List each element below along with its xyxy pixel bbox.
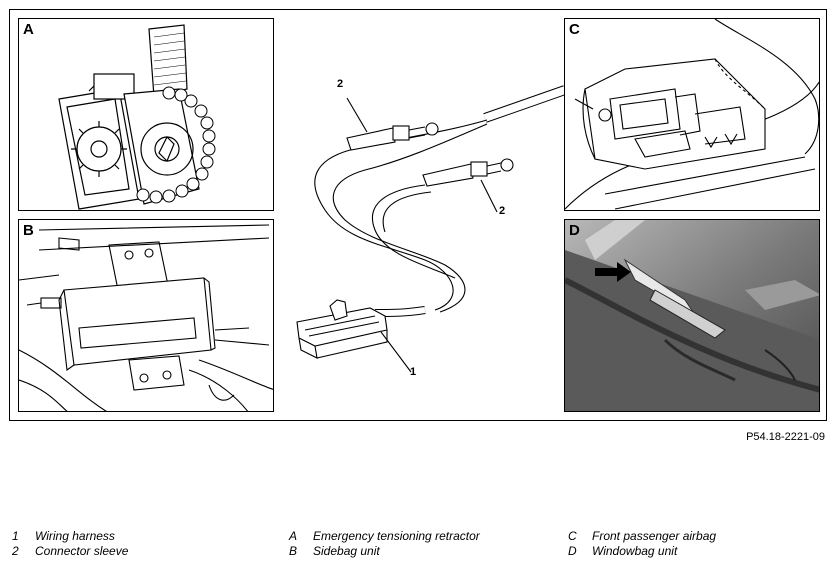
legend-text: Sidebag unit [313, 544, 380, 558]
panel-d-windowbag: D [564, 219, 820, 412]
legend-text: Connector sleeve [35, 544, 129, 558]
callout-wiring-harness: 1 [410, 366, 417, 378]
legend-key: 1 [12, 529, 19, 543]
legend-key: C [568, 529, 577, 543]
harness-drawing-area: 2 2 1 [275, 10, 567, 420]
wiring-harness-drawing [296, 85, 567, 373]
panel-c-passenger-airbag: C [564, 18, 820, 211]
legend-key: B [289, 544, 298, 558]
panel-letter-a: A [23, 21, 34, 38]
passenger-airbag-drawing [565, 19, 819, 210]
legend-text: Wiring harness [35, 529, 115, 543]
panel-letter-c: C [569, 21, 580, 38]
callout-connector-sleeve-lower: 2 [499, 205, 506, 217]
arrow-icon [595, 262, 631, 282]
legend-key: 2 [12, 544, 19, 558]
windowbag-photo [565, 220, 819, 411]
panel-letter-d: D [569, 222, 580, 239]
panel-b-sidebag: B [18, 219, 274, 412]
legend-text: Front passenger airbag [592, 529, 717, 543]
legend-text: Windowbag unit [592, 544, 678, 558]
legend-text: Emergency tensioning retractor [313, 529, 480, 543]
figure-reference: P54.18-2221-09 [746, 431, 825, 443]
legend-key: D [568, 544, 577, 558]
callout-connector-sleeve-upper: 2 [337, 78, 344, 90]
panel-a-retractor: A [18, 18, 274, 211]
legend-key: A [289, 529, 298, 543]
figure-frame: A [9, 9, 827, 421]
panel-letter-b: B [23, 222, 34, 239]
sidebag-drawing [19, 224, 273, 411]
retractor-drawing [58, 24, 216, 210]
